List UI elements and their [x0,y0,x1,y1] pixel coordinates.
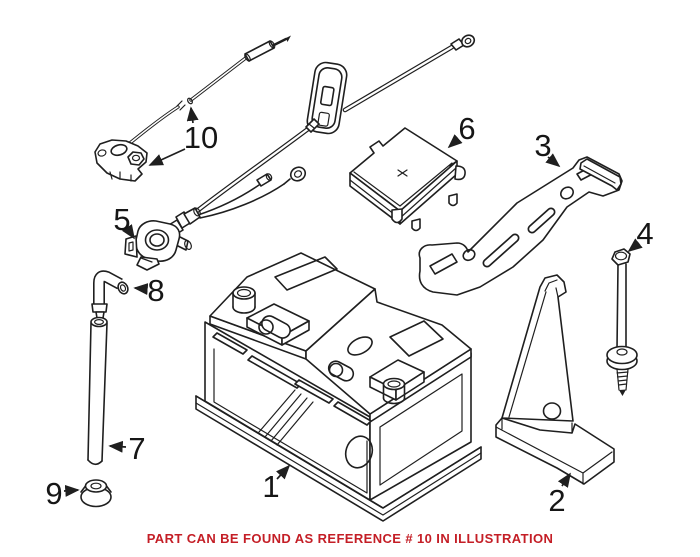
lead-wire-1 [197,184,260,216]
callout-1: 1 [262,469,279,504]
arrow-4 [627,238,643,253]
arrow-7 [108,440,127,453]
battery-eye [344,435,374,469]
module-notch [391,208,403,224]
battery-post-positive [382,377,406,391]
battery-lid-right [305,288,472,415]
battery-label-area [389,320,444,357]
bolt-shaft [616,263,627,350]
part-10-cable-and-clamp [94,35,291,182]
rod-tip [286,35,291,42]
arrow-3 [545,153,561,168]
cap-top [84,479,108,493]
callout-numbers: 1 2 3 4 5 6 7 8 9 10 [45,111,653,518]
part-6-control-module [349,127,466,232]
arrow-1 [275,464,291,480]
arrow-8 [133,283,149,295]
bolt-head [611,248,631,266]
cable-fitting [305,118,320,133]
callout-3: 3 [534,128,551,163]
callout-7: 7 [128,431,145,466]
part-1-battery [195,252,482,522]
cable-to-ring-terminal [342,34,476,113]
callout-5: 5 [113,202,130,237]
arrow-10b [148,148,186,166]
callout-8: 8 [147,273,164,308]
reference-caption: PART CAN BE FOUND AS REFERENCE # 10 IN I… [146,531,554,546]
bracket-column [501,274,574,422]
clamp-hole [110,143,128,157]
battery-label-area [274,256,338,291]
lead-wire-2 [199,183,285,219]
arrow-9 [63,484,80,497]
marking-x [397,169,408,177]
plate-slot [319,85,335,107]
part-3-bracket-strap [418,156,623,296]
arrow-10a [186,106,199,124]
part-9-grommet-cap [80,479,112,508]
callout-10: 10 [184,120,218,155]
tube-sides [87,322,108,462]
grommet-plate [306,61,348,135]
battery-post-negative [232,286,256,300]
bolt-threads [616,368,629,391]
callout-9: 9 [45,476,62,511]
bracket-foot [495,417,615,485]
part-8-vent-elbow [91,270,129,319]
part-7-vent-tube [87,316,108,466]
clamp-hex-nut [127,151,145,166]
arrow-2 [557,472,571,488]
plate-outer [306,61,348,135]
strap-slot-square [429,253,458,275]
module-peg [448,193,458,207]
arrow-6 [447,134,463,149]
handle-recess [327,360,355,382]
tube-top [90,316,108,328]
callout-arrows [63,106,643,497]
hatch-marks [258,389,314,446]
elbow-collar [91,303,108,313]
part-5-battery-terminal-cables [124,123,315,271]
callout-6: 6 [458,111,475,146]
terminal-clamp-body [94,139,148,182]
module-peg [411,218,421,232]
terminal-post-opening [144,229,170,251]
bracket-hole [542,402,562,420]
part-4-hold-down-bolt [606,248,638,396]
callout-4: 4 [636,216,653,251]
ring-terminal [460,34,476,48]
callout-2: 2 [548,483,565,518]
arrow-5 [121,224,135,240]
part-2-holddown-bracket [495,274,615,485]
ring-terminal-small [289,166,307,182]
